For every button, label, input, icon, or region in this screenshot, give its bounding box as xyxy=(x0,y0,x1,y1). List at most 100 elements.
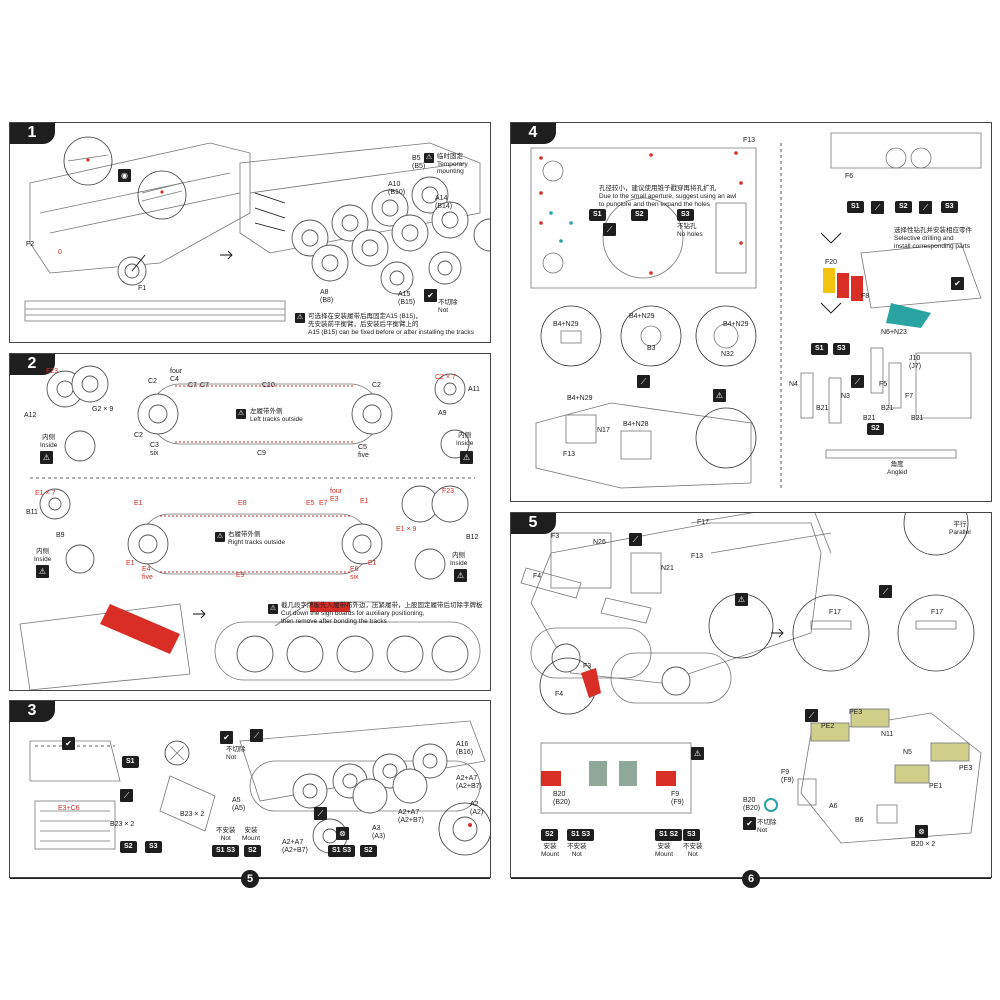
label-e9: E9 xyxy=(236,572,245,579)
label-b21-a: B21 xyxy=(816,405,829,412)
check-icon: ✔ xyxy=(743,817,756,830)
not-install-note: 不安装 Not xyxy=(216,827,236,842)
label-b23x2: B23 × 2 xyxy=(110,821,135,828)
hole-note-cn: 孔径较小，建议使用锥子戳穿再将孔扩孔 xyxy=(599,185,716,192)
label-a10: A10 (B10) xyxy=(388,181,406,196)
label-f17-c: F17 xyxy=(931,609,944,616)
parallel-note: 平行 Parallel xyxy=(949,521,971,536)
label-e8: E8 xyxy=(238,500,247,507)
label-f3: F3 xyxy=(551,533,560,540)
label-f20: F20 xyxy=(825,259,838,266)
label-c4: four C4 xyxy=(170,368,183,383)
label-n6n23: N6+N23 xyxy=(881,329,907,336)
label-n32: N32 xyxy=(721,351,734,358)
mount-note-2: 安装 Mount xyxy=(655,843,674,858)
cut-boards-en-2: then remove after bonding the tracks xyxy=(281,618,387,625)
not-cut-note: 不切除 Not xyxy=(757,819,777,834)
label-b23x2-b: B23 × 2 xyxy=(180,811,205,818)
label-c2x7: C2 × 7 xyxy=(435,374,456,381)
check-icon: ✔ xyxy=(424,289,437,302)
label-e1x9: E1 × 9 xyxy=(396,526,417,533)
warning-icon: ⚠ xyxy=(40,451,53,464)
badge-s2: S2 xyxy=(120,841,137,853)
label-a12: A12 xyxy=(24,412,37,419)
label-a3: A3 (A3) xyxy=(372,825,386,840)
inside-note-left: 内侧 Inside xyxy=(40,434,58,449)
tip-cn-1: 可选择在安装履带后再固定A15 (B15)， xyxy=(308,313,422,320)
cut-icon: ⟋ xyxy=(851,375,864,388)
tip-en: A15 (B15) can be fixed before or after i… xyxy=(308,329,474,336)
label-a8: A8 (B8) xyxy=(320,289,334,304)
label-a16: A16 (B16) xyxy=(456,741,474,756)
warning-icon: ⚠ xyxy=(454,569,467,582)
label-e1x7: E1 × 7 xyxy=(35,490,56,497)
label-e1-a: E1 xyxy=(134,500,143,507)
label-c5: C5 five xyxy=(358,444,369,459)
step-5-number: 5 xyxy=(511,513,556,534)
step-3-panel: 3 ✔ S1 ⟋ E3+C6 B23 × 2 S2 S3 ✔ 不切除 Not ⟋… xyxy=(9,700,491,878)
step-4-number: 4 xyxy=(511,123,556,144)
badge-s1-s3: S1 S3 xyxy=(212,845,240,857)
label-a2a7-b: A2+A7 (A2+B7) xyxy=(398,809,424,824)
crossed-circle-icon: ⊗ xyxy=(915,825,928,838)
label-g2x9: G2 × 9 xyxy=(92,406,114,413)
check-icon: ✔ xyxy=(951,277,964,290)
label-b4n29: B4+N29 xyxy=(553,321,579,328)
label-n17: N17 xyxy=(597,427,610,434)
badge-s3: S3 xyxy=(683,829,700,841)
label-e3c6: E3+C6 xyxy=(58,805,80,812)
selective-note-en-2: install corresponding parts xyxy=(894,243,970,250)
label-e3: four E3 xyxy=(330,488,343,503)
label-b20-b: B20 (B20) xyxy=(743,797,761,812)
step-1-drawing xyxy=(24,136,490,322)
arrow-down-icon xyxy=(820,302,842,314)
label-e5: E5 xyxy=(306,500,315,507)
label-c2-right: C2 xyxy=(372,382,381,389)
check-icon: ✔ xyxy=(220,731,233,744)
cut-icon: ⟋ xyxy=(805,709,818,722)
cut-icon: ⟋ xyxy=(314,807,327,820)
tip-cn-2: 先安装前平衡臂，后安装后平衡臂上的 xyxy=(308,321,419,328)
label-a5: A5 (A5) xyxy=(232,797,246,812)
check-icon: ✔ xyxy=(62,737,75,750)
crossed-circle-icon: ⊗ xyxy=(336,827,349,840)
badge-s2-b: S2 xyxy=(244,845,261,857)
badge-s2-b: S2 xyxy=(895,201,912,213)
not-cut-note: 不切除 Not xyxy=(226,746,246,761)
label-b12: B12 xyxy=(466,534,479,541)
label-f23-b: F23 xyxy=(442,488,455,495)
page-number-left: 5 xyxy=(241,870,259,888)
label-c3: C3 six xyxy=(150,442,159,457)
label-a2: A2 (A2) xyxy=(470,801,484,816)
badge-s3-c: S3 xyxy=(833,343,850,355)
right-tracks-en: Right tracks outside xyxy=(228,539,286,546)
label-j10: J10 (J7) xyxy=(909,355,922,370)
badge-s1-s3: S1 S3 xyxy=(567,829,595,841)
selective-note-en-1: Selective drilling and xyxy=(894,235,954,242)
label-b5: B5 (B5) xyxy=(412,155,426,170)
left-tracks-cn: 左履带外侧 xyxy=(250,408,283,415)
cut-icon: ⟋ xyxy=(871,201,884,214)
cut-icon: ⟋ xyxy=(629,533,642,546)
hole-note-en-2: to puncture and then expand the holes xyxy=(599,201,710,208)
detail-zoom-circle xyxy=(63,136,113,186)
label-c7-a: C7 xyxy=(188,382,197,389)
angled-note: 角度 Angled xyxy=(887,461,908,476)
badge-s1-c: S1 xyxy=(811,343,828,355)
warning-icon: ⚠ xyxy=(268,604,278,614)
cut-icon: ⟋ xyxy=(879,585,892,598)
cut-icon: ⟋ xyxy=(919,201,932,214)
label-f9-b: F9 (F9) xyxy=(781,769,794,784)
warning-icon: ⚠ xyxy=(713,389,726,402)
detail-zoom-circle xyxy=(438,802,490,856)
label-zero: 0 xyxy=(58,249,62,256)
step-2-panel: 2 F23 A12 G2 × 9 内侧 I xyxy=(9,353,491,691)
label-b4n29-d: B4+N29 xyxy=(567,395,593,402)
label-f23: F23 xyxy=(46,368,59,375)
not-cut-note: 不切除 Not xyxy=(438,299,458,314)
label-c9: C9 xyxy=(257,450,266,457)
badge-s2: S2 xyxy=(541,829,558,841)
selective-note-cn: 选择性钻孔并安装相应零件 xyxy=(894,227,972,234)
cut-icon: ⟋ xyxy=(120,789,133,802)
cut-boards-cn: 截几段字牌板先入履带布外边，压紧履带，上股固定履带后切除字牌板 xyxy=(281,602,483,609)
